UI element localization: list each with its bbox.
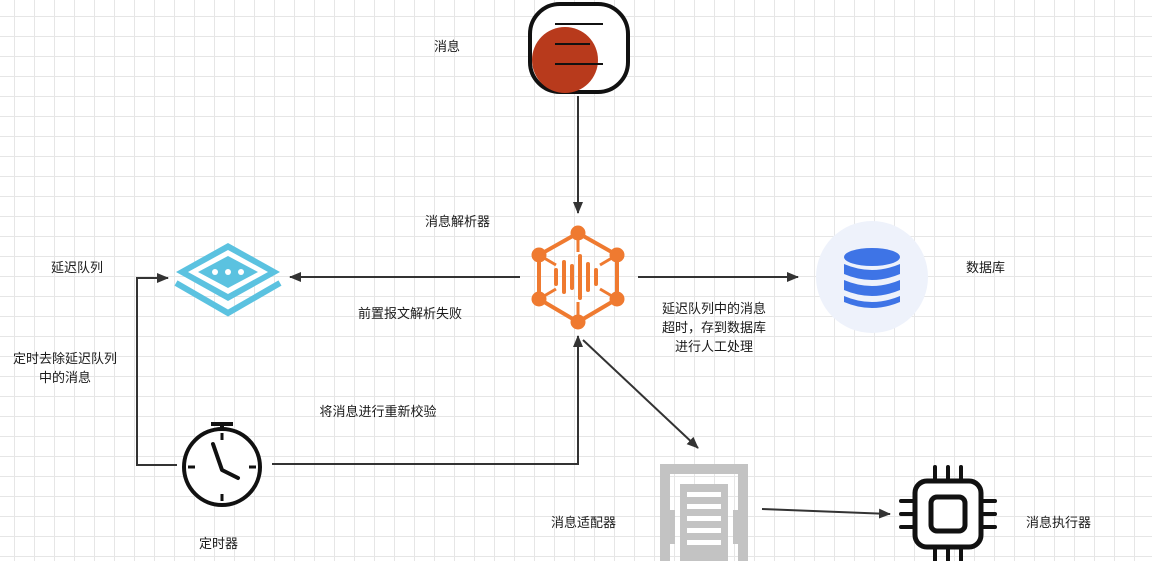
node-label-message: 消息 <box>434 40 461 55</box>
stopwatch-icon <box>182 422 262 507</box>
node-label-timer: 定时器 <box>199 537 239 552</box>
edge-label-recheck: 将消息进行重新校验 <box>319 405 437 420</box>
edge-adapter-to-executor <box>761 508 891 519</box>
edge-parser-to-adapter <box>582 339 699 449</box>
queue-diamond-icon <box>174 243 282 317</box>
node-label-adapter: 消息适配器 <box>551 516 617 531</box>
edge-label-timer-remove: 定时去除延迟队列中的消息 <box>12 352 117 386</box>
hexagon-network-icon <box>531 225 625 330</box>
adapter-server-icon <box>660 464 748 561</box>
database-icon <box>816 221 928 333</box>
message-document-icon <box>528 2 630 94</box>
edge-label-parse-fail: 前置报文解析失败 <box>358 307 463 322</box>
cpu-chip-icon <box>899 465 997 561</box>
edge-timer-to-parser <box>272 335 583 465</box>
node-label-executor: 消息执行器 <box>1026 516 1092 531</box>
node-label-database: 数据库 <box>966 261 1006 276</box>
edge-timer-to-queue <box>136 273 177 466</box>
edge-label-timeout-to-db: 延迟队列中的消息超时，存到数据库进行人工处理 <box>661 302 766 355</box>
node-label-delay-queue: 延迟队列 <box>51 261 104 276</box>
node-label-parser: 消息解析器 <box>425 215 491 230</box>
